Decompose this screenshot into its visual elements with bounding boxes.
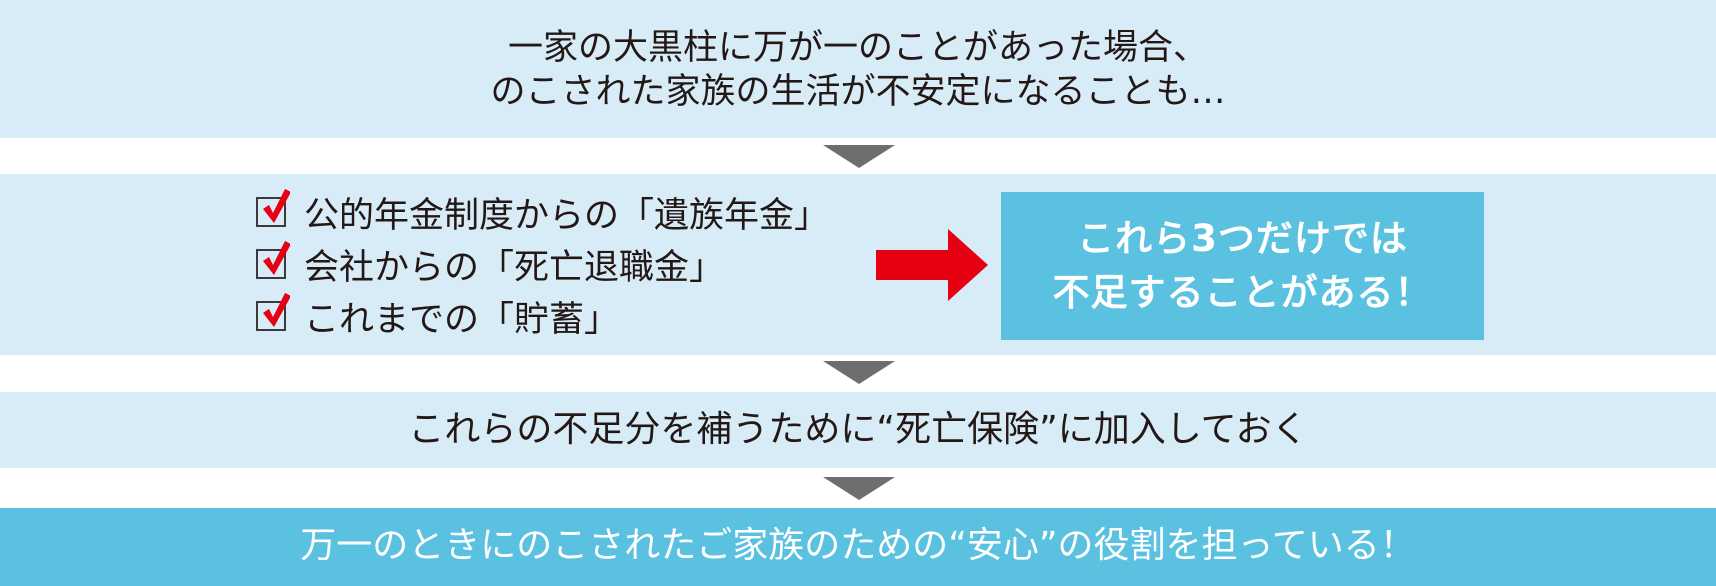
step-4-panel: 万一のときにのこされたご家族のための“安心”の役割を担っている！ (0, 508, 1716, 586)
step-1-line-2: のこされた家族の生活が不安定になることも… (490, 72, 1226, 112)
checklist-item: これまでの「貯蓄」 (256, 290, 829, 342)
down-triangle-icon (823, 361, 895, 384)
step-1-text: 一家の大黒柱に万が一のことがあった場合、 のこされた家族の生活が不安定になること… (0, 26, 1716, 114)
checklist-item-label: 公的年金制度からの「遺族年金」 (304, 195, 830, 236)
checklist-item-label: 会社からの「死亡退職金」 (304, 247, 725, 288)
step-1-line-1: 一家の大黒柱に万が一のことがあった場合、 (507, 28, 1208, 68)
callout-box: これら3つだけでは 不足することがある！ (1001, 192, 1484, 340)
step-4-text: 万一のときにのこされたご家族のための“安心”の役割を担っている！ (300, 525, 1416, 566)
step-1-panel: 一家の大黒柱に万が一のことがあった場合、 のこされた家族の生活が不安定になること… (0, 0, 1716, 138)
callout-line-1: これら3つだけでは (1077, 217, 1408, 260)
callout-line-2: 不足することがある！ (1052, 271, 1433, 314)
checklist-item-label: これまでの「貯蓄」 (304, 299, 620, 340)
checklist: 公的年金制度からの「遺族年金」 会社からの「死亡退職金」 これまでの「貯蓄」 (256, 186, 829, 342)
checklist-item: 公的年金制度からの「遺族年金」 (256, 186, 829, 238)
checked-box-icon (256, 241, 290, 279)
checklist-item: 会社からの「死亡退職金」 (256, 238, 829, 290)
checked-box-icon (256, 293, 290, 331)
down-triangle-icon (823, 145, 895, 168)
checked-box-icon (256, 189, 290, 227)
right-arrow-icon (876, 229, 988, 301)
down-triangle-icon (823, 477, 895, 500)
step-3-text: これらの不足分を補うために“死亡保険”に加入しておく (408, 409, 1308, 450)
step-2-panel: 公的年金制度からの「遺族年金」 会社からの「死亡退職金」 これまでの「貯蓄」 こ… (0, 174, 1716, 355)
step-3-panel: これらの不足分を補うために“死亡保険”に加入しておく (0, 392, 1716, 468)
